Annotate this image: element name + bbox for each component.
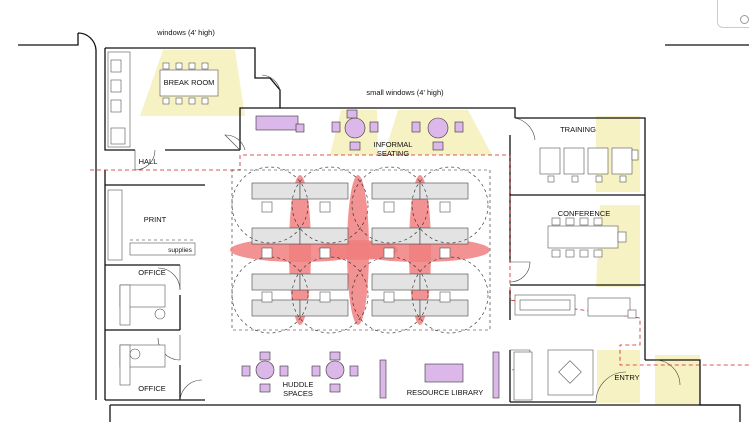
entry-label: ENTRY [614, 373, 639, 382]
entry-window-zone [597, 350, 640, 403]
storage-and-entry-furniture [513, 294, 637, 401]
door-swing [509, 261, 531, 283]
print-label: PRINT [144, 215, 167, 224]
windows-label: windows (4' high) [156, 28, 215, 37]
resource-library-furniture [379, 351, 500, 399]
supplies-label: supplies [168, 247, 193, 254]
training-room-furniture [539, 147, 639, 183]
huddle-spaces-label-2: SPACES [283, 389, 313, 398]
conference-label: CONFERENCE [558, 209, 611, 218]
door-swing [224, 134, 246, 151]
door-swing [514, 117, 536, 141]
office-furniture [119, 284, 166, 386]
workstation-chairs [261, 201, 451, 303]
door-swing [595, 371, 627, 403]
hall-label: HALL [139, 157, 158, 166]
workstation-dashed-circles [231, 166, 489, 334]
door-swing [157, 335, 181, 361]
break-room-label: BREAK ROOM [164, 78, 215, 87]
workstation-desks [251, 182, 469, 317]
door-swing [654, 359, 681, 386]
huddle-furniture [241, 351, 359, 393]
print-room-furniture [107, 189, 196, 261]
training-label: TRAINING [560, 125, 596, 134]
huddle-spaces-label-1: HUDDLE [283, 380, 314, 389]
walls [18, 32, 749, 422]
workstation-zone [230, 166, 491, 334]
informal-seating-label-2: SEATING [377, 149, 410, 158]
resource-library-label: RESOURCE LIBRARY [407, 388, 484, 397]
zoom-icon[interactable] [717, 0, 749, 28]
room-labels: windows (4' high) BREAK ROOM small windo… [138, 28, 639, 398]
informal-seating-label-1: INFORMAL [374, 140, 413, 149]
break-room-kitchen [107, 51, 219, 148]
door-swing [261, 74, 281, 91]
door-swing [179, 379, 203, 401]
conference-room-furniture [547, 217, 627, 258]
entry-window-zone-2 [655, 355, 700, 405]
office-label-upper: OFFICE [138, 268, 166, 277]
informal-seating-furniture [255, 109, 464, 151]
door-swing [157, 265, 181, 291]
small-windows-label: small windows (4' high) [366, 88, 444, 97]
office-label-lower: OFFICE [138, 384, 166, 393]
